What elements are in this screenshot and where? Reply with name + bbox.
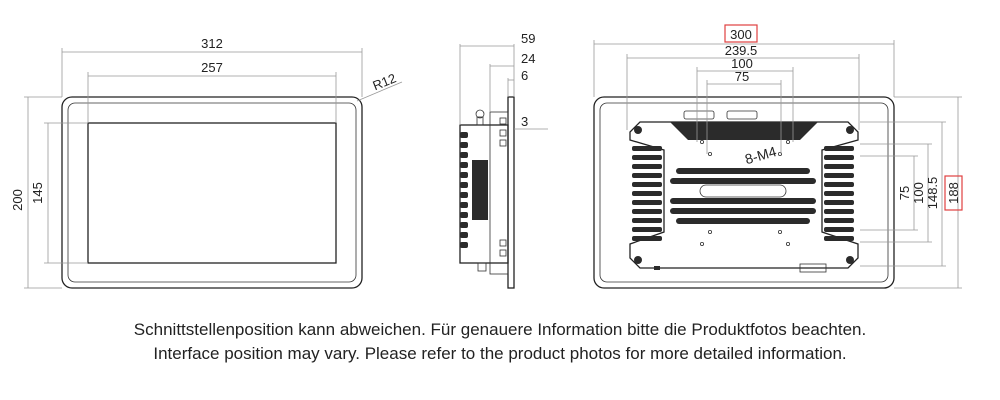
rear-fins-right (824, 146, 854, 241)
front-bezel-inner (67, 102, 357, 283)
rear-fins-center (670, 168, 816, 224)
dim-rear-width-239: 239.5 (725, 43, 758, 58)
side-connector-block (472, 160, 488, 220)
dim-front-radius: R12 (370, 70, 398, 93)
rear-antenna-left (683, 110, 715, 120)
dim-rear-width-300-highlight (724, 24, 758, 43)
rear-screw (846, 126, 854, 134)
dim-rear-height-188-highlight (944, 175, 963, 211)
dim-side-depth-24: 24 (521, 51, 535, 66)
dim-rear-width-75: 75 (735, 69, 749, 84)
dim-front-height-145: 145 (30, 182, 45, 204)
dim-rear-width-300: 300 (730, 27, 752, 42)
dim-side-depth-59: 59 (521, 31, 535, 46)
dim-rear-height-100: 100 (911, 182, 926, 204)
rear-housing-outer (593, 96, 895, 289)
dim-rear-height-148: 148.5 (925, 177, 940, 210)
rear-heatsink-chassis (629, 121, 859, 269)
rear-screw-label: 8-M4 (743, 143, 778, 167)
side-front-panel (507, 96, 515, 289)
front-view: 312 257 200 145 R12 (10, 36, 403, 289)
rear-view: 8-M4 300 239.5 100 75 75 100 (593, 24, 963, 289)
front-screen (87, 122, 337, 264)
rear-screw (846, 256, 854, 264)
dim-front-height-200: 200 (10, 189, 25, 211)
dim-side-depth-6: 6 (521, 68, 528, 83)
dim-rear-height-75: 75 (897, 186, 912, 200)
dim-front-width-257: 257 (201, 60, 223, 75)
note-german: Schnittstellenposition kann abweichen. F… (133, 320, 867, 339)
dim-rear-height-188: 188 (946, 182, 961, 204)
front-bezel-outer (61, 96, 363, 289)
note-english: Interface position may vary. Please refe… (153, 344, 847, 363)
rear-center-window (699, 184, 787, 198)
rear-fins-left (632, 146, 662, 241)
rear-screw (634, 126, 642, 134)
side-fins (460, 132, 468, 248)
rear-antenna-right (726, 110, 758, 120)
rear-screw (634, 256, 642, 264)
rear-bottom-connector (799, 263, 827, 273)
dim-rear-width-100: 100 (731, 56, 753, 71)
dim-side-depth-3: 3 (521, 114, 528, 129)
dim-front-width-312: 312 (201, 36, 223, 51)
side-view: 59 24 6 3 (459, 31, 548, 289)
